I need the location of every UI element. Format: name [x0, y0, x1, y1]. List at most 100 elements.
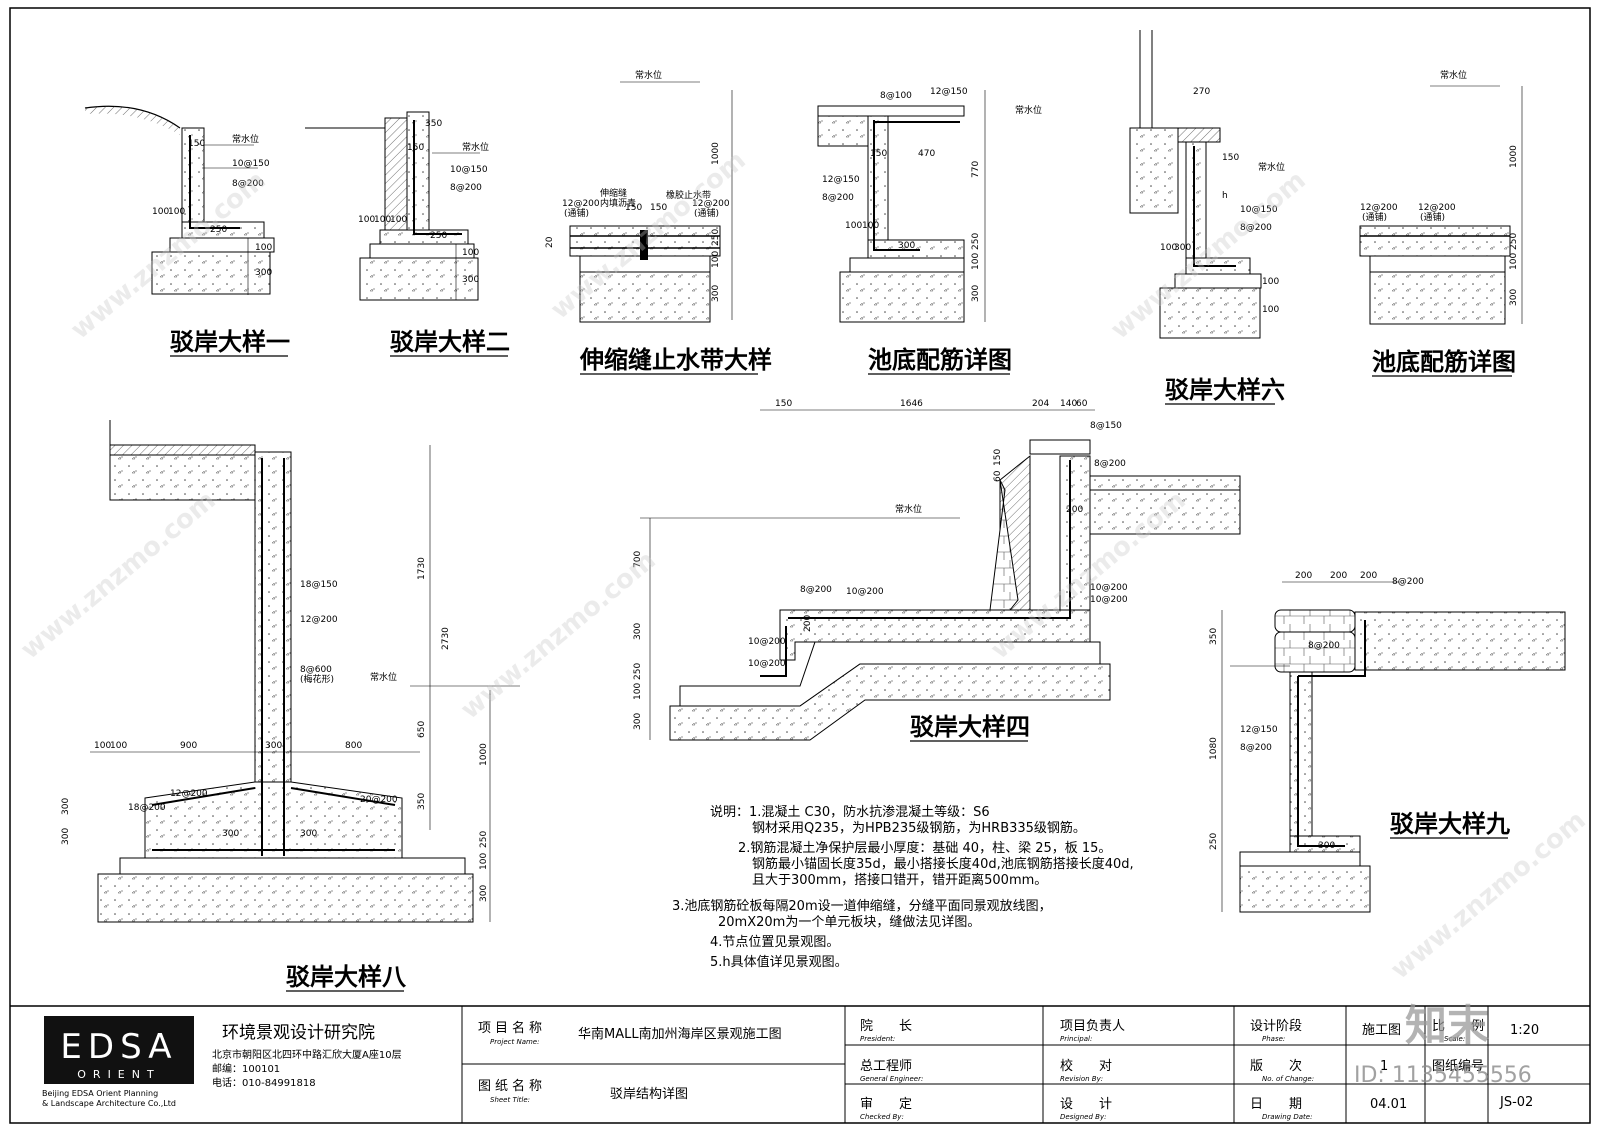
d4-dim-8: 300 [898, 241, 915, 251]
detail-3: 常水位 1000 250 100 300 20 伸缩缝 内填沥青 橡胶止水带 1… [545, 69, 772, 375]
d4b-water: 常水位 [895, 503, 922, 515]
d4-label-1: 12@150 [930, 87, 968, 97]
d6-label-1: 8@200 [1240, 223, 1272, 233]
d8-label-0: 18@150 [300, 580, 338, 590]
d4b-label-6: 10@200 [748, 637, 786, 647]
d2-dim-2: 100 [358, 215, 375, 225]
d8-dim-10: 900 [180, 741, 197, 751]
d7-dim-2: 100 [1509, 253, 1519, 270]
d3-dim-3: 300 [711, 285, 721, 302]
d8-dim-6: 100 [479, 853, 489, 870]
d4-dim-3: 250 [971, 233, 981, 250]
scale-label: 比 例 [1432, 1019, 1484, 1034]
chief-engineer-label: 总工程师 [860, 1059, 912, 1074]
detail-4: 常水位 8@100 12@150 12@150 8@200 150 470 77… [817, 87, 1042, 375]
d9-title: 驳岸大样九 [1390, 810, 1510, 838]
d9-dim-1: 200 [1330, 571, 1347, 581]
date-label: 日 期 [1250, 1097, 1302, 1112]
d7-label-2: 12@200 [1418, 203, 1456, 213]
d6-dim-5: 100 [1262, 305, 1279, 315]
sheet-value: 驳岸结构详图 [610, 1087, 688, 1102]
d8-title: 驳岸大样八 [286, 963, 407, 991]
project-label: 项目名称 [478, 1020, 546, 1036]
scale-value: 1:20 [1510, 1023, 1539, 1038]
d2-dim-3: 100 [374, 215, 391, 225]
drawing-no-label: 图纸编号 [1432, 1059, 1484, 1074]
title-block: EDSA ORIENT Beijing EDSA Orient Planning… [10, 1005, 1590, 1123]
d6-label-2: h [1222, 191, 1228, 201]
d8-label-3: (梅花形) [300, 673, 334, 685]
d1-title: 驳岸大样一 [170, 328, 290, 356]
d3-label-4: (通铺) [564, 207, 589, 219]
d6-dim-4: 100 [1262, 277, 1279, 287]
d4-dim-4: 100 [971, 253, 981, 270]
logo-top: EDSA [60, 1027, 177, 1067]
d3-dim-4: 20 [545, 236, 555, 248]
company-address: 北京市朝阳区北四环中路汇欣大厦A座10层 [212, 1048, 402, 1061]
detail-4b: 150 1646 204 140 60 常水位 700 300 250 100 … [633, 399, 1241, 742]
d9-dim-3: 350 [1209, 628, 1219, 645]
d4b-dim-1: 1646 [900, 399, 923, 409]
d1-rebar-a: 10@150 [232, 159, 270, 169]
d4b-dim-4: 60 [1076, 399, 1088, 409]
d4-title: 池底配筋详图 [868, 346, 1012, 374]
phase-label: 设计阶段 [1250, 1019, 1302, 1034]
d4b-title: 驳岸大样四 [910, 713, 1030, 741]
d1-dim-1: 100 [152, 207, 169, 217]
d8-water: 常水位 [370, 671, 397, 683]
note-line-6: 20mX20m为一个单元板块，缝做法见详图。 [718, 915, 980, 930]
d6-dim-2: 100 [1160, 243, 1177, 253]
d1-water: 常水位 [232, 133, 259, 145]
date-label-en: Drawing Date: [1262, 1113, 1312, 1121]
d8-label-4: 12@200 [170, 789, 208, 799]
d3-water: 常水位 [635, 69, 662, 81]
d7-label-3: (通铺) [1420, 211, 1445, 223]
id-watermark: ID: 1135455556 [1354, 1063, 1532, 1088]
d1-dim-0: 150 [188, 139, 205, 149]
d6-label-0: 10@150 [1240, 205, 1278, 215]
d3-dim-8: 150 [650, 203, 667, 213]
watermark-site-4: www.znzmo.com [15, 485, 221, 665]
chief-engineer-label-en: General Engineer: [860, 1075, 923, 1083]
project-value: 华南MALL南加州海岸区景观施工图 [578, 1026, 782, 1042]
change-value: 1 [1380, 1059, 1388, 1074]
company-cn: 环境景观设计研究院 [222, 1023, 375, 1043]
d4-water: 常水位 [1015, 104, 1042, 116]
checked-label: 审 定 [860, 1097, 912, 1112]
note-line-1: 钢材采用Q235，为HPB235级钢筋，为HRB335级钢筋。 [752, 820, 1086, 836]
d3-label-6: (通铺) [694, 207, 719, 219]
d4-label-2: 12@150 [822, 175, 860, 185]
scale-label-en: Scale: [1444, 1035, 1465, 1043]
project-label-en: Project Name: [490, 1038, 539, 1046]
logo-bottom: ORIENT [77, 1068, 160, 1081]
d6-dim-1: 150 [1222, 153, 1239, 163]
d8-dim-16: 300 [300, 829, 317, 839]
d7-title: 池底配筋详图 [1372, 348, 1516, 376]
d8-dim-15: 300 [222, 829, 239, 839]
d4b-dim-2: 204 [1032, 399, 1049, 409]
d4b-dim-0: 150 [775, 399, 792, 409]
d4-label-3: 8@200 [822, 193, 854, 203]
checked-label-en: Checked By: [860, 1113, 904, 1121]
d7-dim-1: 250 [1509, 233, 1519, 250]
principal-label-en: Principal: [1060, 1035, 1092, 1043]
d8-label-1: 12@200 [300, 615, 338, 625]
company-logo [44, 1016, 194, 1084]
designed-label-en: Designed By: [1060, 1113, 1106, 1121]
d3-label-0: 伸缩缝 [600, 187, 627, 199]
d9-dim-5: 250 [1209, 833, 1219, 850]
d8-dim-5: 250 [479, 831, 489, 848]
d8-dim-9: 100 [110, 741, 127, 751]
d3-label-2: 橡胶止水带 [666, 189, 711, 201]
d1-dim-4: 100 [255, 243, 272, 253]
d7-dim-3: 300 [1509, 289, 1519, 306]
d4-label-0: 8@100 [880, 91, 912, 101]
watermark-site-5: www.znzmo.com [455, 545, 661, 725]
d4b-dim-5: 150 [993, 449, 1003, 466]
detail-7: 常水位 12@200 (通铺) 12@200 (通铺) 1000 250 100… [1359, 69, 1523, 377]
d9-dim-6: 300 [1318, 841, 1335, 851]
d4b-dim-13: 200 [803, 615, 813, 632]
company-zip: 邮编：100101 [212, 1062, 280, 1075]
d8-dim-8: 100 [94, 741, 111, 751]
d9-label-0: 8@200 [1392, 577, 1424, 587]
